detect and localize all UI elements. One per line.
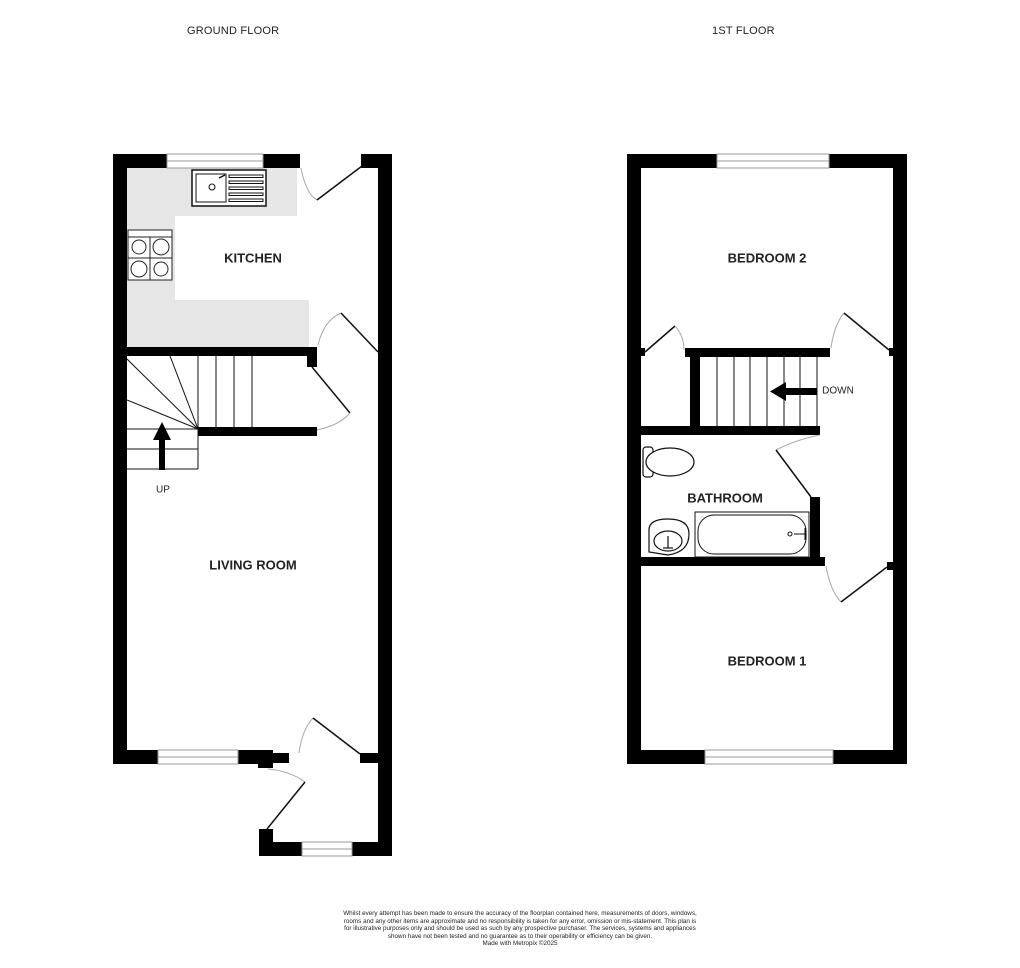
down-arrow-icon xyxy=(770,382,817,401)
ground-stairs xyxy=(126,355,253,470)
room-label-bedroom-1: BEDROOM 1 xyxy=(727,653,807,669)
ground-floor-windows xyxy=(157,153,353,857)
up-arrow-icon xyxy=(153,422,171,470)
kitchen-hob xyxy=(127,229,173,281)
wash-basin xyxy=(648,518,690,556)
room-label-bedroom-2: BEDROOM 2 xyxy=(727,250,807,266)
ground-floor-plan xyxy=(113,153,392,857)
first-floor-plan xyxy=(627,153,907,765)
stairs-down-label: DOWN xyxy=(822,385,854,397)
ground-doors xyxy=(266,165,379,830)
bath-tub xyxy=(694,511,810,558)
credit-text: Made with Metropix ©2025 xyxy=(482,940,558,948)
room-label-bathroom: BATHROOM xyxy=(687,490,763,506)
stairs-up-label: UP xyxy=(156,484,170,496)
room-label-kitchen: KITCHEN xyxy=(224,250,282,266)
disclaimer-text: Whilst every attempt has been made to en… xyxy=(343,910,697,940)
first-floor-windows xyxy=(704,153,834,765)
first-floor-stairs xyxy=(716,357,818,426)
ground-floor-title: GROUND FLOOR xyxy=(187,25,280,37)
room-label-living-room: LIVING ROOM xyxy=(209,557,297,573)
first-floor-doors xyxy=(644,312,890,603)
first-floor-title: 1ST FLOOR xyxy=(712,25,775,37)
footer-disclaimer: Whilst every attempt has been made to en… xyxy=(340,910,700,948)
kitchen-sink xyxy=(191,169,267,207)
ground-floor-walls xyxy=(113,154,392,856)
toilet xyxy=(642,446,695,478)
first-floor-walls xyxy=(627,154,907,764)
